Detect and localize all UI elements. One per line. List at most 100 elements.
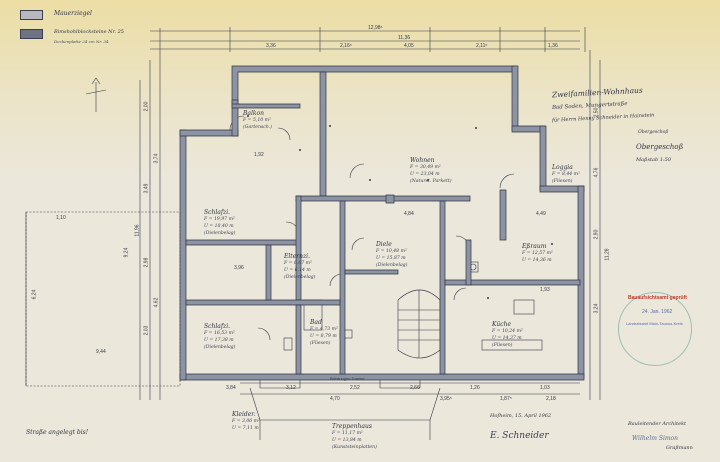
architect-label: Bauleitender Architekt (628, 421, 686, 427)
room-elternzi-note: (Dielenbelag) (284, 275, 316, 280)
dim-extra-1: 1,92 (254, 152, 264, 158)
dim-left-7: 9,24 (123, 247, 130, 258)
dim-extra-6: 6,24 (31, 289, 38, 300)
room-elternzi-sub: U = 6,14 m (284, 268, 311, 273)
room-balkon-area: F = 5,10 m² (243, 118, 271, 123)
dim-left-6: 4,62 (153, 297, 160, 308)
dim-left-1: 2,00 (143, 101, 150, 112)
dim-bottom-label-4: 1,87⁵ (500, 396, 512, 402)
room-kueche-name: Küche (492, 321, 511, 328)
room-essraum-sub: U = 14,36 m (522, 258, 552, 263)
room-schlafzi2-area: F = 16,53 m² (204, 331, 235, 336)
room-loggia-area: F = 8,44 m² (552, 172, 580, 177)
dim-right-2: 4,76 (593, 167, 600, 178)
dim-bottom-label-1: Brüstungen Tomme (330, 376, 365, 381)
legend-note: Deckenplatte 24 cm Nr. 34 (54, 39, 109, 44)
room-kueche-note: (Fliesen) (492, 343, 513, 348)
room-wohnen-area: F = 30,49 m² (410, 165, 441, 170)
room-schlafzi1-sub: U = 18,40 m (204, 224, 234, 229)
room-wohnen-name: Wohnen (410, 157, 435, 164)
dim-bottom-3: 2,52 (350, 385, 360, 391)
room-balkon-note: (Gartensch.) (243, 125, 273, 130)
dim-top-4: 2,11⁵ (476, 43, 488, 49)
signature-name: E. Schneider (490, 431, 549, 441)
room-schlafzi1-note: (Dielenbelag) (204, 231, 236, 236)
street-note: Straße angelegt bis! (26, 429, 89, 436)
room-kleider-sub: U = 7,11 m (232, 426, 259, 431)
dim-bottom-label-5: 2,18 (546, 396, 556, 402)
drawing-floor: Obergeschoß (636, 143, 684, 151)
dim-left-3: 2,98 (143, 257, 150, 268)
room-treppenhaus-sub: U = 13,84 m (332, 438, 362, 443)
dim-extra-4: 3,96 (234, 265, 244, 271)
room-diele-name: Diele (376, 241, 392, 248)
legend-label-block: Bimshohlblocksteine Nr. 25 (54, 29, 124, 35)
room-loggia-name: Loggia (552, 164, 573, 171)
room-bad-sub: U = 8,79 m (310, 334, 337, 339)
drawing-scale: Maßstab 1:50 (636, 157, 672, 163)
room-kleider-name: Kleider. (232, 411, 256, 418)
room-bad-name: Bad (310, 319, 322, 326)
room-wohnen-note: (Naturst. Parkett) (410, 179, 452, 184)
room-diele-area: F = 10,48 m² (376, 249, 407, 254)
dim-extra-2: 4,84 (404, 211, 414, 217)
room-elternzi-name: Elternzi. (284, 253, 310, 260)
dim-bottom-label-2: 4,70 (330, 396, 340, 402)
room-schlafzi1-name: Schlafzi. (204, 209, 231, 216)
seal-stamp (618, 292, 692, 366)
dim-right-4: 3,24 (593, 303, 600, 314)
dim-inner-top: 11,36 (398, 35, 411, 41)
dim-bottom-4: 2,66 (410, 385, 420, 391)
dim-top-3: 4,05 (404, 43, 414, 49)
dim-right-5: 11,28 (604, 248, 611, 261)
room-treppenhaus-note: (Kunststeinplatten) (332, 445, 377, 450)
dim-left-4: 2,03 (143, 325, 150, 336)
dim-bottom-6: 1,03 (540, 385, 550, 391)
dim-top-5: 1,36 (548, 43, 558, 49)
room-schlafzi2-note: (Dielenbelag) (204, 345, 236, 350)
drawing-plan-label: Obergeschoß (638, 130, 669, 135)
room-kueche-area: F = 10,24 m² (492, 329, 523, 334)
legend-swatch-brick (20, 10, 43, 20)
room-kleider-area: F = 3,06 m² (232, 419, 260, 424)
dim-top-2: 2,16⁵ (340, 43, 352, 49)
dim-right-1: 2,50 (593, 107, 600, 118)
signature-date: Hofheim, 15. April 1962 (490, 413, 552, 419)
stamp-authority: Landratsamt Main-Taunus-Kreis (626, 321, 683, 326)
architect-name: Wilhelm Simon (632, 435, 679, 442)
room-essraum-area: F = 12,57 m² (522, 251, 553, 256)
dim-left-2: 3,49 (143, 183, 150, 194)
dim-right-3: 2,90 (593, 229, 600, 240)
stamp-approved: Bauaufsichtsamt geprüft (628, 295, 687, 301)
room-balkon-name: Balkon (243, 110, 265, 117)
room-treppenhaus-name: Treppenhaus (332, 423, 372, 430)
legend-label-brick: Mauerziegel (54, 10, 92, 17)
room-loggia-note: (Fliesen) (552, 179, 573, 184)
room-bad-note: (Fliesen) (310, 341, 331, 346)
room-diele-sub: U = 15,87 m (376, 256, 406, 261)
room-schlafzi1-area: F = 19,97 m² (204, 217, 235, 222)
dim-left-5: 3,74 (153, 153, 160, 164)
dim-extra-5: 1,93 (540, 287, 550, 293)
room-schlafzi2-name: Schlafzi. (204, 323, 231, 330)
architect-sign: Graßmann (666, 445, 693, 451)
room-treppenhaus-area: F = 11,17 m² (332, 431, 363, 436)
stamp-date: 24. Jan. 1962 (642, 309, 673, 315)
dim-extra-3: 4,49 (536, 211, 546, 217)
dim-extra-8: 1,10 (56, 215, 66, 221)
dim-bottom-label-3: 3,95⁵ (440, 396, 452, 402)
room-bad-area: F = 4,73 m² (310, 327, 338, 332)
dim-left-8: 11,96 (134, 224, 141, 237)
room-wohnen-sub: U = 23,04 m (410, 172, 440, 177)
dim-overall-top: 12,98⁵ (368, 25, 383, 31)
dim-bottom-2: 3,12 (286, 385, 296, 391)
room-kueche-sub: U = 14,37 m (492, 336, 522, 341)
dim-top-1: 3,36 (266, 43, 276, 49)
room-schlafzi2-sub: U = 17,38 m (204, 338, 234, 343)
dim-extra-7: 9,44 (96, 349, 106, 355)
room-diele-note: (Dielenbelag) (376, 263, 408, 268)
legend-swatch-block (20, 29, 43, 39)
room-elternzi-area: F = 6,67 m² (284, 261, 312, 266)
